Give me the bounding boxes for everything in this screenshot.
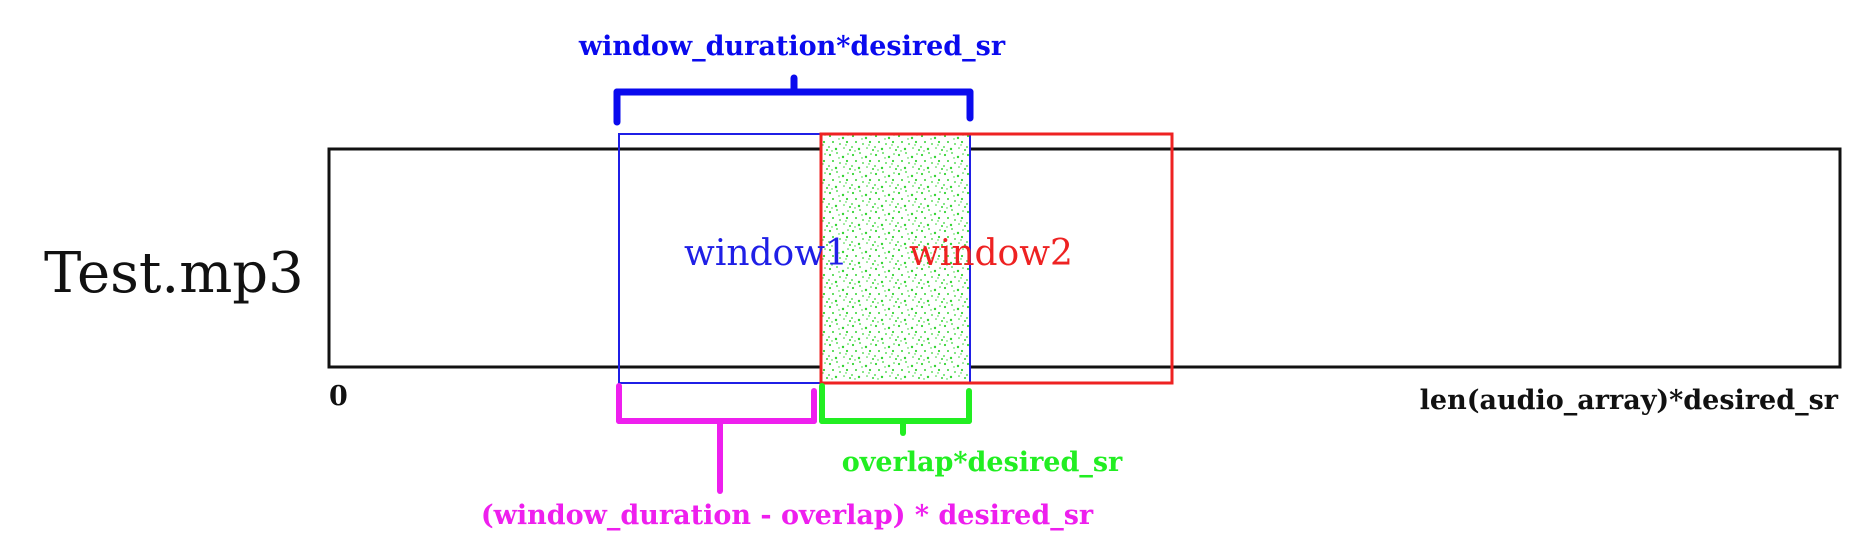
overlap-region bbox=[821, 134, 969, 380]
file-label: Test.mp3 bbox=[44, 241, 304, 306]
window-length-label: window_duration*desired_sr bbox=[578, 31, 1006, 62]
window-length-brace bbox=[613, 74, 974, 126]
window2-label: window2 bbox=[909, 233, 1073, 274]
window1-label: window1 bbox=[684, 233, 848, 274]
axis-end-label: len(audio_array)*desired_sr bbox=[1420, 385, 1839, 416]
hop-brace bbox=[616, 383, 817, 494]
window2-box bbox=[819, 132, 1174, 385]
overlap-label: overlap*desired_sr bbox=[842, 447, 1123, 478]
axis-start-label: 0 bbox=[329, 381, 348, 412]
hop-label: (window_duration - overlap) * desired_sr bbox=[481, 500, 1094, 531]
audio-track-bar bbox=[327, 147, 1842, 369]
window1-box bbox=[618, 133, 971, 384]
overlap-brace bbox=[819, 383, 972, 436]
